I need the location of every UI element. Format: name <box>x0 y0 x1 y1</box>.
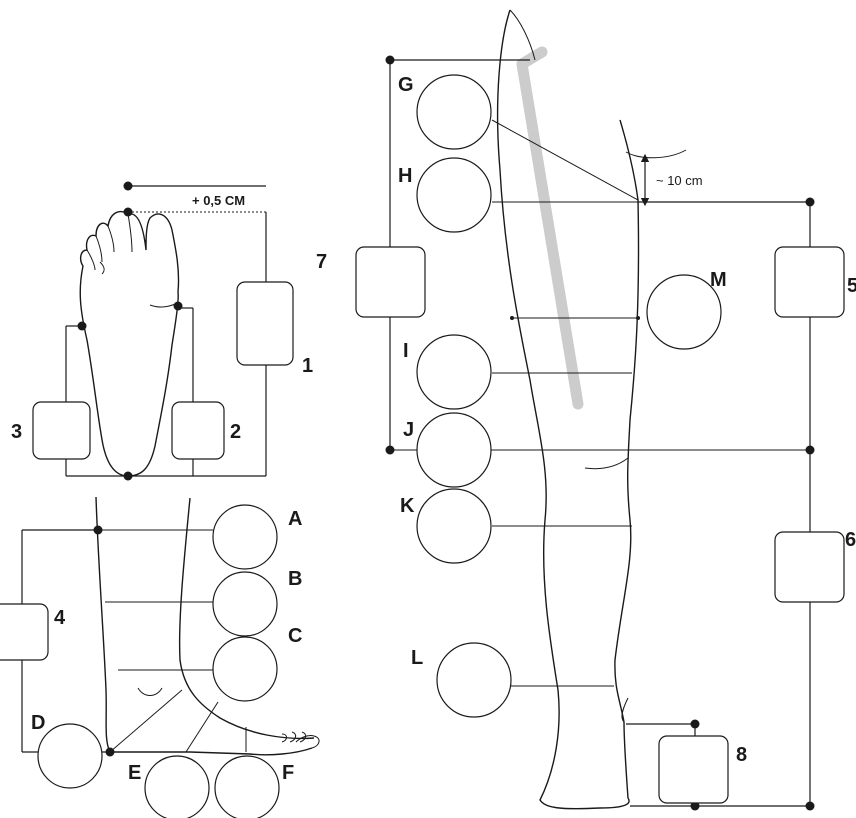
label-E: E <box>128 762 141 784</box>
ball-width-dot <box>173 301 183 311</box>
label-D: D <box>31 712 45 734</box>
measure-box-3[interactable] <box>32 401 91 460</box>
toe-line-3 <box>86 249 96 271</box>
hip-arc <box>625 149 687 159</box>
circle-I[interactable] <box>416 334 492 410</box>
circle-A[interactable] <box>212 504 278 570</box>
label-B: B <box>288 568 302 590</box>
hip-angle-line <box>491 119 639 201</box>
ankle-front-outline <box>178 497 315 740</box>
measure-box-6[interactable] <box>774 531 845 603</box>
toe-tip-dot-2 <box>123 207 133 217</box>
circle-C[interactable] <box>212 636 278 702</box>
measuring-stick <box>516 58 584 410</box>
sole-outline <box>110 747 313 756</box>
measure-box-4[interactable] <box>0 603 49 661</box>
label-7: 7 <box>316 251 327 273</box>
circle-K[interactable] <box>416 488 492 564</box>
calf-front <box>621 697 629 723</box>
circle-H[interactable] <box>416 157 492 233</box>
label-H: H <box>398 165 412 187</box>
measuring-stick-top <box>516 46 548 70</box>
instep-line-1 <box>109 689 183 753</box>
measure-box-8[interactable] <box>658 735 729 804</box>
circle-M[interactable] <box>646 274 722 350</box>
toe-nail <box>99 261 105 275</box>
measure-box-5[interactable] <box>774 246 845 318</box>
distance-label: ~ 10 cm <box>656 173 703 188</box>
toes-outline <box>281 731 320 749</box>
label-6: 6 <box>845 529 856 551</box>
label-I: I <box>403 340 409 362</box>
leg-back-outline <box>496 9 640 810</box>
label-3: 3 <box>11 421 22 443</box>
measure-box-2[interactable] <box>171 401 225 460</box>
label-4: 4 <box>54 607 66 629</box>
toe-line-1 <box>107 225 115 253</box>
toe-line-4 <box>127 213 133 253</box>
circle-D[interactable] <box>37 723 103 789</box>
label-1: 1 <box>302 355 313 377</box>
ankle-side-view: 4 A B C D E F <box>0 496 320 818</box>
ankle-back-outline <box>95 496 111 753</box>
label-K: K <box>400 495 415 517</box>
circle-J[interactable] <box>416 412 492 488</box>
label-5: 5 <box>847 275 856 297</box>
toe-line-2 <box>95 235 103 263</box>
circle-F[interactable] <box>214 755 280 818</box>
offset-label: + 0,5 CM <box>192 193 245 208</box>
label-G: G <box>398 74 414 96</box>
label-C: C <box>288 625 302 647</box>
foot-sole-outline <box>79 210 180 477</box>
heel-dot <box>123 471 133 481</box>
leg-top-curve <box>509 9 536 61</box>
outer-width-dot <box>77 321 87 331</box>
m-dot-left <box>510 316 514 320</box>
circle-G[interactable] <box>416 74 492 150</box>
ankle-bone-arc <box>137 687 163 696</box>
leg-side-view: ~ 10 cm 7 5 6 8 <box>316 9 856 811</box>
label-2: 2 <box>230 421 241 443</box>
label-J: J <box>403 419 414 441</box>
label-F: F <box>282 762 294 784</box>
measure-box-7[interactable] <box>355 246 426 318</box>
label-L: L <box>411 647 423 669</box>
measure-box-1[interactable] <box>236 281 294 366</box>
label-A: A <box>288 508 302 530</box>
label-M: M <box>710 269 727 291</box>
circle-B[interactable] <box>212 571 278 637</box>
toe-tip-dot <box>123 181 133 191</box>
instep-line-2 <box>185 701 219 753</box>
m-dot-right <box>636 316 640 320</box>
label-8: 8 <box>736 744 747 766</box>
circle-E[interactable] <box>144 755 210 818</box>
foot-top-view: + 0,5 CM 1 2 3 <box>11 181 313 481</box>
circle-L[interactable] <box>436 642 512 718</box>
knee-curve <box>584 457 629 470</box>
